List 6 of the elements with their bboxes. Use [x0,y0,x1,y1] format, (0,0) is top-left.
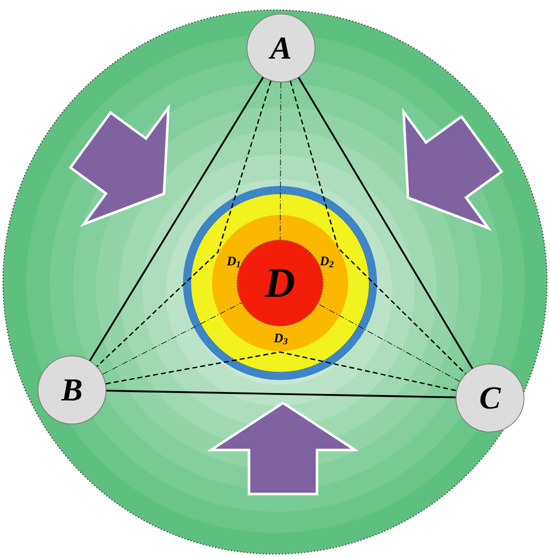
dashed-line [318,304,460,382]
line [106,390,456,398]
dashed-line [102,302,242,375]
point-label: D$_{3}$ [274,334,288,344]
dashed-line [280,82,282,240]
dashed-line [106,351,457,392]
